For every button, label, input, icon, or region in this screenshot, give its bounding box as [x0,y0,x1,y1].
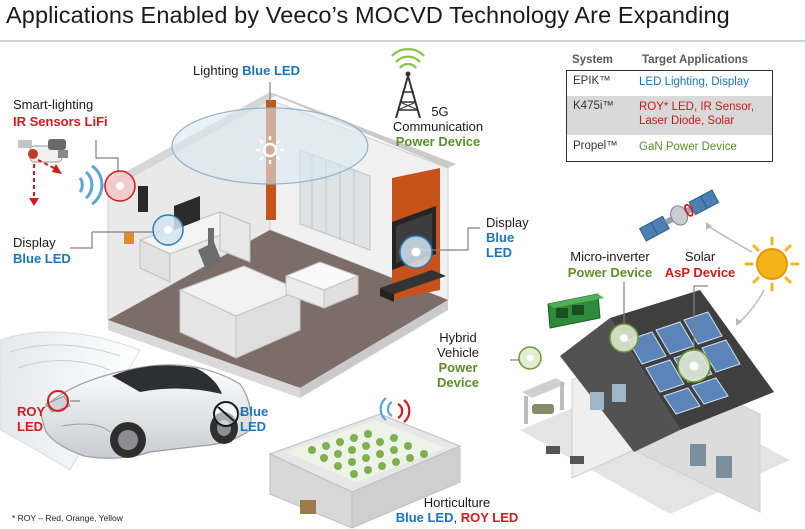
hybrid-line1: Hybrid [439,330,477,345]
target-applications: ROY* LED, IR Sensor, Laser Diode, Solar [639,101,755,127]
table-row: Propel™ GaN Power Device [567,135,772,161]
system-name: Propel™ [573,140,618,152]
security-camera-icon [18,139,104,206]
horticulture-tech2: ROY LED [460,510,519,525]
greenhouse-illustration [268,397,462,529]
horticulture-name: Horticulture [423,495,491,510]
hybrid-tech2: Device [437,375,479,390]
five-g-line1: 5G [431,104,449,119]
display-right-name: Display [486,215,529,230]
marker-car-blue [213,401,239,427]
callout-lines [70,82,708,366]
system-name: EPIK™ [573,75,611,87]
display-right-tech2: LED [486,245,512,260]
label-horticulture: Horticulture Blue LED, ROY LED [392,495,522,525]
label-lighting: Lighting Blue LED [193,63,300,78]
lighting-name: Lighting [193,63,239,78]
car-roy-line2: LED [17,419,43,434]
systems-table: System Target Applications EPIK™ LED Lig… [566,54,773,162]
micro-inverter-icon [547,293,604,329]
header-applications: Target Applications [642,54,749,66]
label-smart-lighting: Smart-lighting IR Sensors LiFi [13,97,108,129]
display-right-tech1: Blue [486,230,515,245]
room-illustration [100,82,456,398]
label-display-right: Display Blue LED [486,215,529,260]
car-blue-line1: Blue [240,404,269,419]
marker-car-roy [47,390,69,412]
car-roy-line1: ROY [17,404,46,419]
label-car-roy: ROY LED [17,404,45,434]
target-applications: GaN Power Device [639,141,737,153]
marker-display-left [152,214,184,246]
label-5g: 5G Communication Power Device [388,104,488,149]
lighting-tech: Blue LED [242,63,300,78]
marker-display-right [399,235,433,269]
car-blue-line2: LED [240,419,266,434]
horticulture-separator: , [453,510,458,525]
table-row: K475i™ ROY* LED, IR Sensor, Laser Diode,… [567,95,772,135]
table-body: EPIK™ LED Lighting, Display K475i™ ROY* … [566,70,773,162]
sun-icon [744,236,800,292]
solar-name: Solar [684,249,716,264]
smart-lighting-tech: IR Sensors LiFi [13,114,108,129]
target-applications: LED Lighting, Display [639,76,749,88]
satellite-icon [638,189,720,242]
table-row: EPIK™ LED Lighting, Display [567,71,772,95]
display-left-tech: Blue LED [13,251,71,266]
hybrid-line2: Vehicle [437,345,479,360]
marker-smart-lighting [104,170,136,202]
label-car-blue: Blue LED [240,404,268,434]
hybrid-tech1: Power [438,360,478,375]
horticulture-tech1: Blue LED [395,510,454,525]
cell-tower-icon [391,48,425,119]
sunlight-arrows [706,222,765,326]
label-display-left: Display Blue LED [13,235,71,266]
table-header: System Target Applications [566,54,773,70]
display-left-name: Display [13,235,56,250]
system-name: K475i™ [573,100,614,112]
micro-inverter-tech: Power Device [567,265,653,280]
page-title: Applications Enabled by Veeco’s MOCVD Te… [6,2,730,28]
solar-house-illustration [520,290,790,514]
label-hybrid-vehicle: Hybrid Vehicle Power Device [428,330,488,390]
marker-hybrid-vehicle [518,346,542,370]
five-g-line2: Communication [392,119,484,134]
header-system: System [572,54,613,66]
micro-inverter-name: Micro-inverter [570,249,650,264]
solar-tech: AsP Device [664,265,736,280]
label-solar: Solar AsP Device [660,249,740,280]
marker-solar-panel [677,349,711,383]
footnote: * ROY – Red, Orange, Yellow [12,513,123,523]
smart-lighting-name: Smart-lighting [13,97,94,112]
marker-micro-inverter [609,323,639,353]
title-divider [0,40,805,42]
five-g-tech: Power Device [395,134,481,149]
label-micro-inverter: Micro-inverter Power Device [552,249,668,280]
